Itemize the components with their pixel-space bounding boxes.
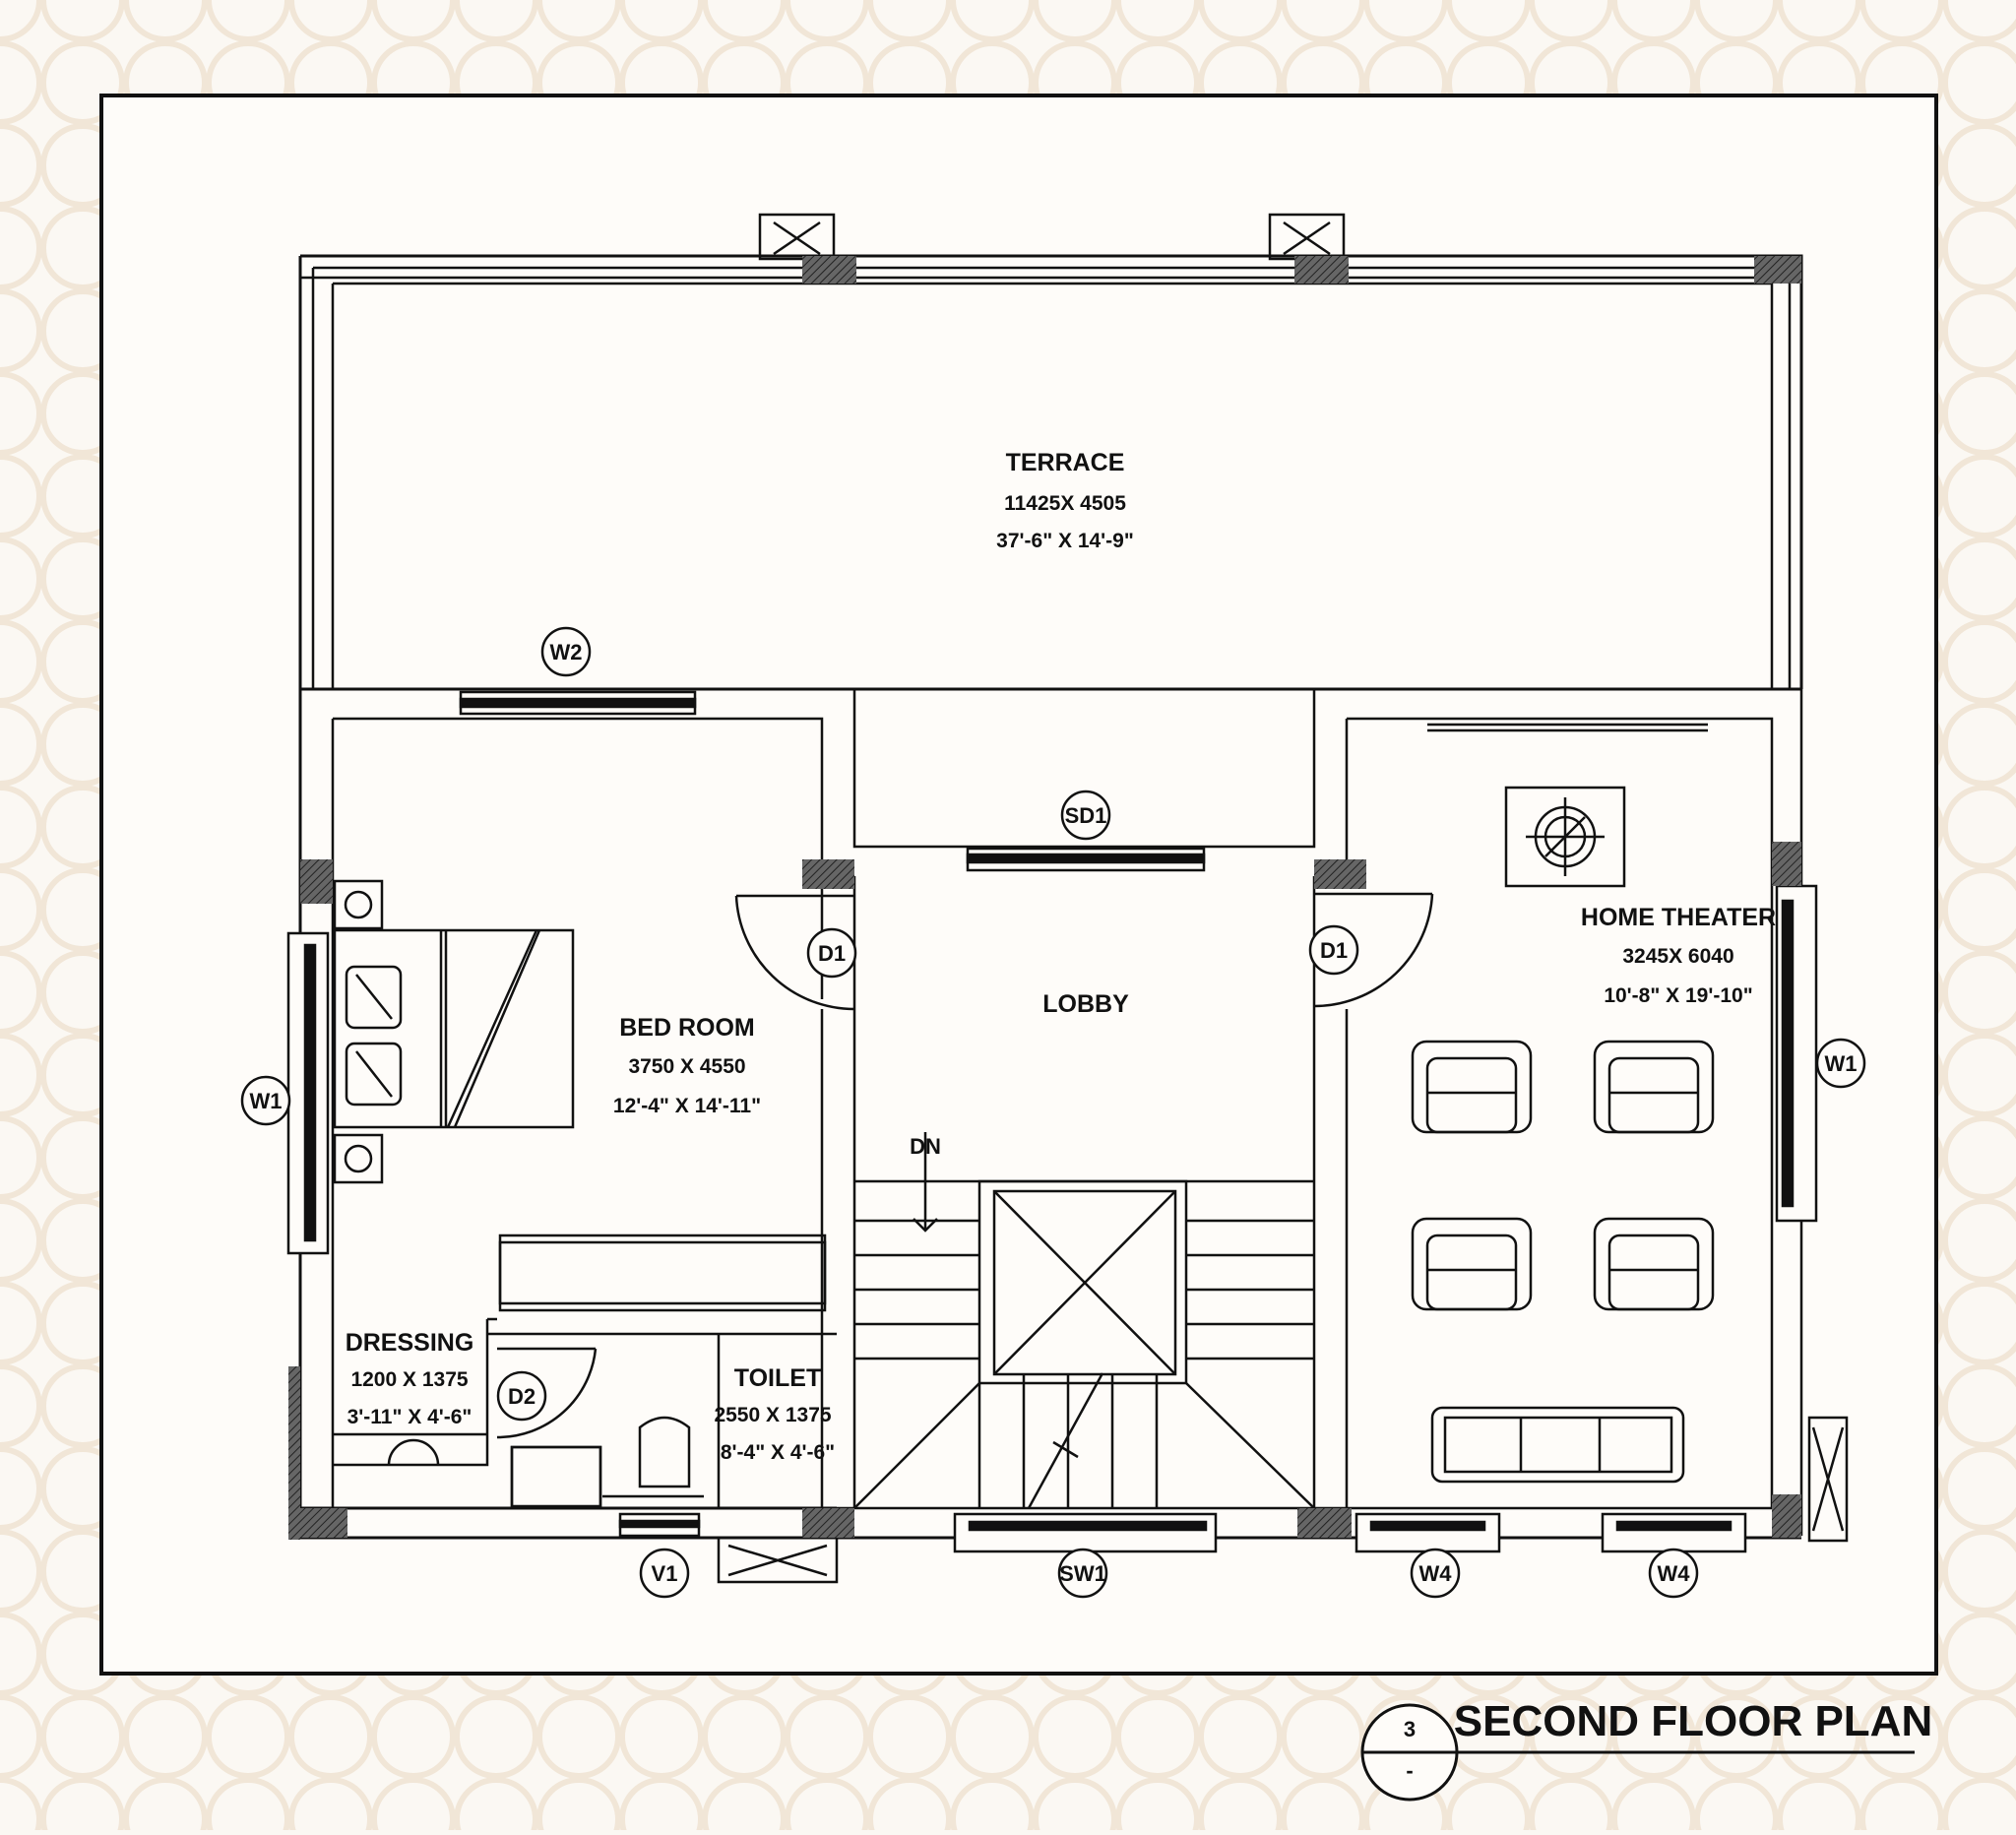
- home-theater-dim-ft: 10'-8" X 19'-10": [1604, 984, 1752, 1007]
- tag-sd1: SD1: [1065, 803, 1107, 828]
- walls: [286, 213, 1849, 1584]
- tag-w1-right: W1: [1825, 1051, 1858, 1076]
- home-theater-name: HOME THEATER: [1581, 904, 1776, 931]
- terrace-dim-mm: 11425X 4505: [1004, 492, 1126, 515]
- dressing-name: DRESSING: [346, 1329, 474, 1357]
- tag-circles: [240, 626, 1866, 1599]
- bedroom-name: BED ROOM: [619, 1014, 755, 1042]
- dressing-dim-ft: 3'-11" X 4'-6": [347, 1406, 472, 1428]
- tag-d1-right: D1: [1320, 938, 1348, 963]
- sheet-border: [99, 94, 1938, 1676]
- dressing-dim-mm: 1200 X 1375: [350, 1368, 468, 1391]
- tag-w4-left: W4: [1419, 1561, 1453, 1586]
- tag-d1-left: D1: [818, 941, 846, 966]
- tag-w2: W2: [550, 640, 583, 664]
- plan-title: SECOND FLOOR PLAN: [1454, 1697, 1932, 1745]
- stair-down-label: DN: [910, 1134, 941, 1159]
- sheet-number: 3: [1404, 1717, 1416, 1741]
- toilet-dim-mm: 2550 X 1375: [714, 1404, 831, 1426]
- terrace-dim-ft: 37'-6" X 14'-9": [996, 530, 1134, 552]
- bedroom-dim-mm: 3750 X 4550: [628, 1055, 745, 1078]
- title-block: [1360, 1703, 1915, 1802]
- tag-w1-left: W1: [250, 1089, 283, 1113]
- tag-v1: V1: [652, 1561, 678, 1586]
- toilet-dim-ft: 8'-4" X 4'-6": [721, 1441, 835, 1464]
- sheet-sub: -: [1406, 1758, 1413, 1783]
- tag-d2: D2: [508, 1384, 536, 1409]
- tag-w4-right: W4: [1658, 1561, 1691, 1586]
- tag-sw1: SW1: [1059, 1561, 1106, 1586]
- columns: [288, 256, 1801, 1540]
- lobby-name: LOBBY: [1042, 990, 1129, 1018]
- terrace-name: TERRACE: [1006, 449, 1125, 476]
- toilet-name: TOILET: [734, 1364, 821, 1392]
- home-theater-dim-mm: 3245X 6040: [1622, 945, 1733, 968]
- bedroom-dim-ft: 12'-4" X 14'-11": [613, 1095, 761, 1117]
